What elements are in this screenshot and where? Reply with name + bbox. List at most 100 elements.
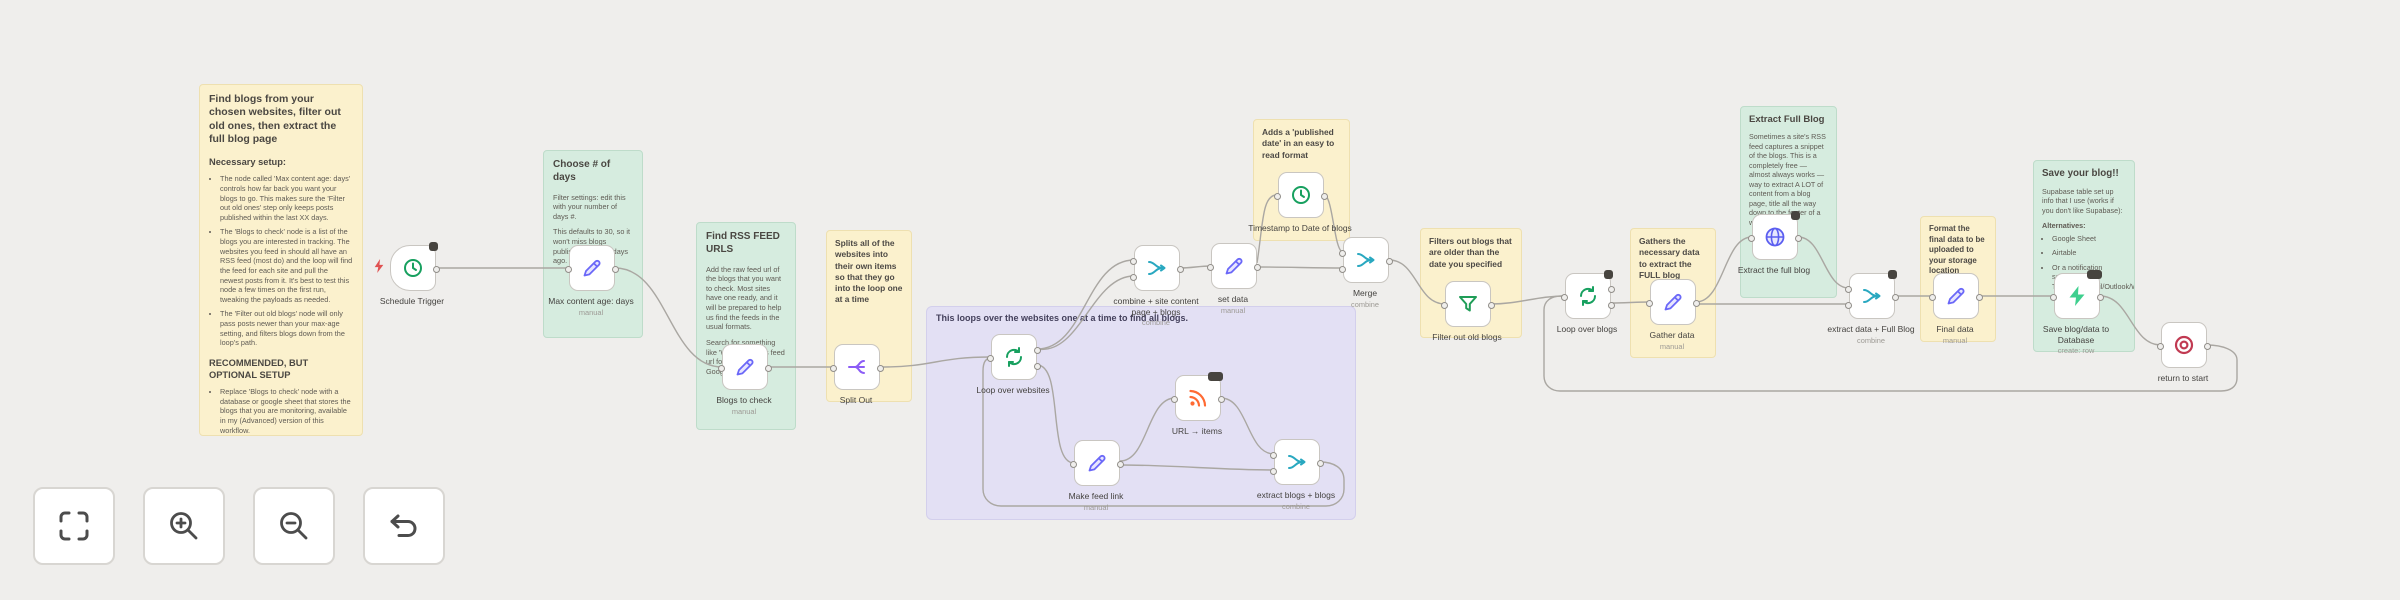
fit-view-icon (59, 511, 89, 541)
merge-icon (1863, 289, 1881, 303)
output-port (877, 364, 884, 372)
sticky-note-rss-feed[interactable]: Find RSS FEED URLS Add the raw feed url … (696, 222, 796, 430)
note-bullet: Google Sheet (2052, 234, 2126, 244)
node-save-to-database[interactable]: Save blog/data to Database create: row (2043, 270, 2109, 355)
input-port (1207, 263, 1214, 271)
node-badge (429, 242, 438, 251)
input-port (1070, 460, 1077, 468)
input-port (1441, 301, 1448, 309)
node-timestamp-to-date[interactable]: Timestamp to Date of blogs (1248, 172, 1352, 234)
input-port (718, 364, 725, 372)
output-port-done (1034, 346, 1041, 354)
rss-icon (1189, 389, 1207, 407)
input-port-2 (1845, 301, 1852, 309)
input-port-1 (1845, 285, 1852, 293)
note-alt-title: Alternatives: (2042, 221, 2086, 231)
note-bullet: The node called 'Max content age: days' … (220, 174, 353, 222)
note-bullet: The 'Filter out old blogs' node will onl… (220, 309, 353, 348)
output-port (433, 265, 440, 273)
note-text: Sometimes a site's RSS feed captures a s… (1749, 132, 1826, 227)
supabase-bolt-icon (2069, 286, 2085, 306)
node-filter-old-blogs[interactable]: Filter out old blogs (1432, 281, 1502, 343)
zoom-out-button[interactable] (253, 487, 335, 565)
sticky-note-setup[interactable]: Find blogs from your chosen websites, fi… (199, 84, 363, 436)
node-subtitle: combine (1142, 318, 1170, 328)
node-label: Filter out old blogs (1432, 332, 1502, 342)
node-blogs-to-check[interactable]: Blogs to check manual (716, 344, 772, 416)
node-extract-data-merge[interactable]: extract data + Full Blog combine (1827, 270, 1915, 345)
node-subtitle: create: row (2057, 346, 2095, 356)
node-make-feed-link[interactable]: Make feed link manual (1069, 440, 1124, 512)
note-bullet-list: The node called 'Max content age: days' … (209, 174, 353, 348)
loop-icon (1579, 286, 1597, 306)
zoom-in-icon (170, 512, 198, 540)
node-gather-data[interactable]: Gather data manual (1646, 279, 1700, 351)
canvas-controls (33, 487, 445, 565)
node-rss-read[interactable]: URL → items (1171, 372, 1225, 437)
node-subtitle: manual (731, 406, 757, 416)
node-set-data[interactable]: set data manual (1207, 243, 1261, 315)
sticky-note-choose-days[interactable]: Choose # of days Filter settings: edit t… (543, 150, 643, 338)
note-bullet: Replace 'Blogs to check' node with a dat… (220, 387, 353, 435)
input-port-1 (1270, 451, 1277, 459)
node-subtitle: manual (1083, 502, 1109, 512)
node-max-content-age[interactable]: Max content age: days manual (548, 245, 634, 317)
pencil-icon (1225, 257, 1243, 275)
note-text: Splits all of the websites into their ow… (835, 238, 903, 305)
merge-icon (1357, 253, 1375, 267)
limit-icon (2174, 335, 2194, 355)
node-label: Max content age: days (548, 296, 634, 306)
node-label: Merge (1352, 288, 1378, 298)
loop-icon (1005, 347, 1023, 367)
fit-view-button[interactable] (33, 487, 115, 565)
node-label: Final data (1936, 324, 1974, 334)
input-port-2 (1339, 265, 1346, 273)
input-port (1274, 192, 1281, 200)
node-label: Extract the full blog (1737, 265, 1811, 275)
node-extract-rss-blogs[interactable]: extract blogs + blogs combine (1257, 439, 1335, 511)
node-label: extract data + Full Blog (1827, 324, 1915, 334)
node-badge (1791, 211, 1800, 220)
node-combine-content[interactable]: combine + site content page + blogs comb… (1113, 245, 1199, 327)
output-port (1117, 460, 1124, 468)
node-subtitle: manual (578, 307, 604, 317)
node-badge (2087, 270, 2102, 279)
node-subtitle: combine (1351, 299, 1379, 309)
note-text: Format the final data to be uploaded to … (1929, 224, 1985, 276)
output-port (1693, 299, 1700, 307)
output-port-done (1608, 285, 1615, 293)
output-port (1317, 459, 1324, 467)
node-label: Loop over websites (976, 385, 1050, 395)
input-port-1 (1130, 257, 1137, 265)
node-loop-over-websites[interactable]: Loop over websites (976, 334, 1050, 396)
node-split-out[interactable]: Split Out (830, 344, 884, 406)
output-port (2204, 342, 2211, 350)
output-port (1976, 293, 1983, 301)
node-final-data[interactable]: Final data manual (1929, 273, 1983, 345)
node-label: Schedule Trigger (379, 296, 445, 306)
sticky-note-extract-full-blog[interactable]: Extract Full Blog Sometimes a site's RSS… (1740, 106, 1837, 298)
note-title: Save your blog!! (2042, 168, 2119, 179)
note-subtitle: Necessary setup: (209, 156, 286, 167)
node-label: Blogs to check (716, 395, 772, 405)
node-loop-over-blogs[interactable]: Loop over blogs (1557, 270, 1617, 335)
output-port (1488, 301, 1495, 309)
note-title: Find RSS FEED URLS (706, 231, 780, 255)
input-port-2 (1270, 467, 1277, 475)
node-badge (1208, 372, 1223, 381)
note-rec-list: Replace 'Blogs to check' node with a dat… (209, 387, 353, 435)
node-extract-full-blog[interactable]: Extract the full blog (1738, 211, 1810, 276)
note-text: Supabase table set up info that I use (w… (2042, 186, 2123, 215)
note-text: Filters out blogs that are older than th… (1429, 236, 1512, 269)
node-merge[interactable]: Merge combine (1339, 237, 1393, 309)
node-label: Split Out (839, 395, 873, 405)
undo-button[interactable] (363, 487, 445, 565)
node-schedule-trigger[interactable]: Schedule Trigger (374, 242, 444, 307)
input-port (2050, 293, 2057, 301)
node-label: return to start (2157, 373, 2209, 383)
merge-icon (1288, 455, 1306, 469)
note-text: Add the raw feed url of the blogs that y… (706, 264, 782, 332)
node-return-to-start[interactable]: return to start (2157, 322, 2211, 384)
zoom-in-button[interactable] (143, 487, 225, 565)
